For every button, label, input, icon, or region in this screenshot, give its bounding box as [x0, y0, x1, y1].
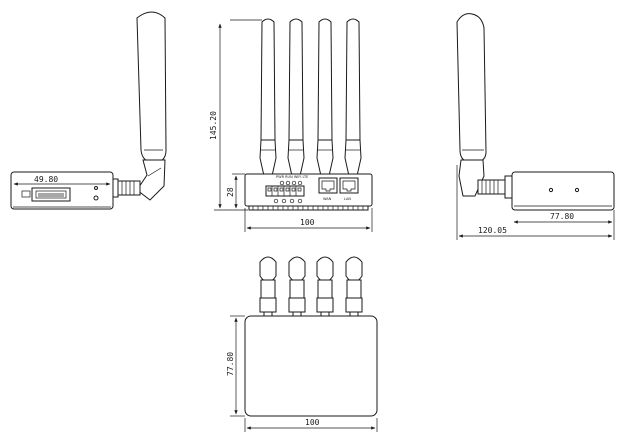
dim-top-width: 100	[305, 418, 320, 427]
front-antenna-2	[287, 18, 305, 177]
left-view-antenna	[111, 11, 167, 201]
left-view-body	[10, 171, 114, 210]
top-antenna-2	[288, 256, 306, 317]
right-view-body	[511, 171, 615, 211]
sim-slot	[21, 187, 71, 202]
port-label-2: LAN	[344, 197, 351, 201]
dim-right-depth: 77.80	[550, 212, 574, 221]
front-view-antennas	[259, 18, 362, 177]
mount-hole-1	[548, 187, 554, 193]
front-antenna-1	[259, 18, 277, 177]
mount-hole-2	[574, 187, 580, 193]
dim-front-height: 145.20	[209, 111, 218, 140]
top-antenna-4	[345, 256, 363, 317]
status-led-labels: PWR RUN WIFI LTE	[276, 175, 308, 179]
left-side-view: 49.80	[10, 11, 167, 210]
front-view: PWR RUN WIFI LTE WAN LA	[209, 18, 373, 232]
front-antenna-4	[344, 18, 362, 177]
top-antenna-3	[316, 256, 334, 317]
top-view-body	[244, 315, 378, 417]
top-antenna-1	[259, 256, 277, 317]
dim-right-total: 120.05	[478, 226, 507, 235]
front-view-base	[248, 205, 369, 211]
dim-front-width: 100	[300, 218, 315, 227]
rj45-port-1: WAN	[318, 177, 338, 201]
dim-top-depth: 77.80	[226, 352, 235, 376]
port-label-1: WAN	[323, 197, 332, 201]
right-view-antenna	[456, 13, 513, 199]
rj45-port-2: LAN	[339, 177, 359, 201]
front-view-body	[244, 173, 373, 207]
top-view-antennas	[259, 256, 363, 317]
reset-hole	[94, 186, 98, 190]
reset-hole-2	[93, 195, 99, 201]
top-view: 77.80 100	[226, 256, 378, 432]
terminal-block: PWR RUN WIFI LTE	[265, 175, 308, 204]
front-antenna-3	[316, 18, 334, 177]
dim-front-body: 28	[226, 187, 235, 197]
right-side-view: 77.80 120.05	[456, 13, 615, 240]
dim-left-depth: 49.80	[34, 175, 58, 184]
